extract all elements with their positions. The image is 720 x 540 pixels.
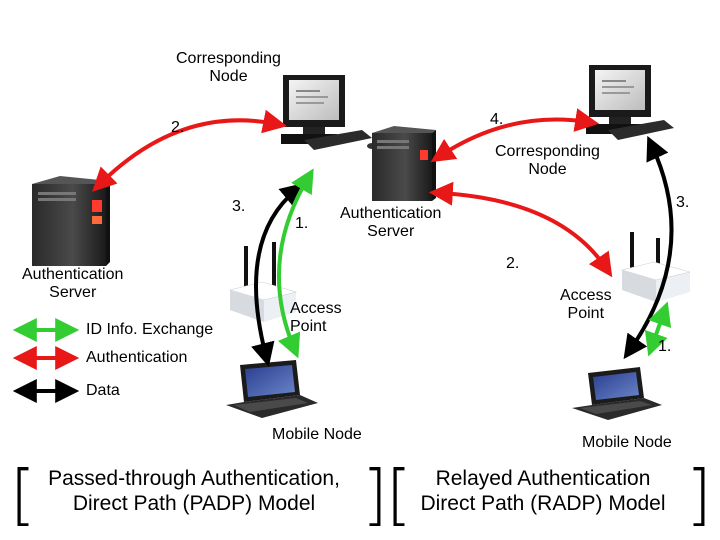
corresponding-node-label-left: Corresponding Node [176,50,281,85]
corresponding-node-label-right: Corresponding Node [495,143,600,178]
arrow-auth-left-2 [92,109,287,192]
auth-server-label-right: Authentication Server [340,205,442,240]
step-label-left-1: 1. [295,215,309,232]
arrow-auth-right-4 [430,108,600,163]
access-point-icon-left [228,242,298,322]
access-point-icon-right [620,232,691,302]
server-icon-left [32,176,110,266]
left-caption-open-bracket: [ [10,456,36,533]
step-label-right-4: 4. [490,111,504,128]
auth-server-label-left: Authentication Server [22,266,124,301]
laptop-icon-right [572,367,662,420]
server-icon-right [372,126,436,201]
left-model-caption: Passed-through Authentication, Direct Pa… [48,467,340,515]
step-label-right-3: 3. [676,194,690,211]
legend-id-exchange-label: ID Info. Exchange [86,321,214,338]
arrow-id-left-1 [276,168,314,359]
step-label-left-2: 2. [171,119,185,136]
arrow-data-right-3 [623,135,674,360]
arrow-id-right-1 [644,301,672,357]
access-point-label-right: Access Point [560,287,612,322]
right-caption-open-bracket: [ [386,456,412,533]
legend-authentication-label: Authentication [86,349,188,366]
right-model-caption: Relayed Authentication Direct Path (RADP… [420,467,666,515]
access-point-label-left: Access Point [290,300,342,335]
arrow-auth-right-2 [428,181,613,278]
laptop-icon-left [226,360,318,418]
workstation-icon-right [586,65,674,140]
step-label-right-1: 1. [658,338,672,355]
step-label-left-3: 3. [232,198,246,215]
mobile-node-label-left: Mobile Node [272,426,362,443]
workstation-icon-left [281,75,377,150]
step-label-right-2: 2. [506,255,520,272]
mobile-node-label-right: Mobile Node [582,434,672,451]
legend-data-label: Data [86,382,120,399]
right-caption-close-bracket: ] [686,456,712,533]
left-caption-close-bracket: ] [362,456,388,533]
